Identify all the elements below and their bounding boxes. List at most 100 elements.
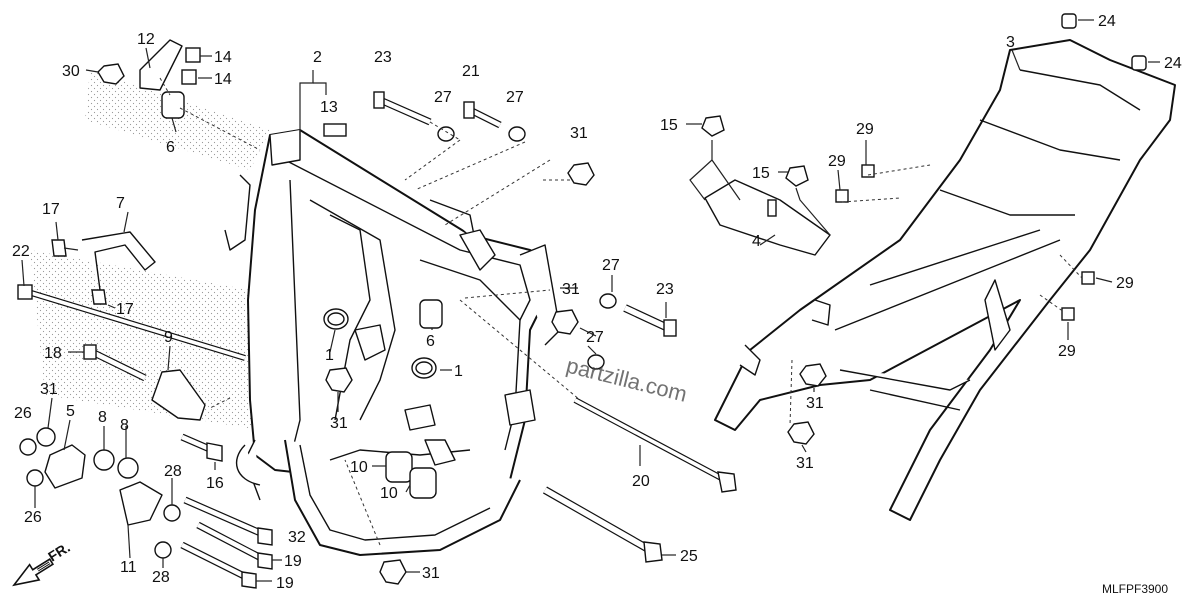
bolt-29b[interactable] xyxy=(835,189,849,203)
callout-13[interactable]: 13 xyxy=(320,99,338,116)
bolt-15b[interactable] xyxy=(785,165,809,187)
callout-17[interactable]: 17 xyxy=(116,301,134,318)
cap-24b[interactable] xyxy=(1131,55,1147,71)
plate-11[interactable] xyxy=(119,481,163,526)
washer-28a[interactable] xyxy=(163,504,181,522)
nut-31f[interactable] xyxy=(799,363,827,387)
callout-7[interactable]: 7 xyxy=(116,195,125,212)
callout-29[interactable]: 29 xyxy=(856,121,874,138)
callout-19[interactable]: 19 xyxy=(284,553,302,570)
callout-27[interactable]: 27 xyxy=(602,257,620,274)
callout-6[interactable]: 6 xyxy=(166,139,175,156)
bracket-7[interactable] xyxy=(81,231,156,291)
callout-12[interactable]: 12 xyxy=(137,31,155,48)
callout-31[interactable]: 31 xyxy=(40,381,58,398)
callout-31[interactable]: 31 xyxy=(806,395,824,412)
nut-31b[interactable] xyxy=(36,427,56,447)
bolt-29c[interactable] xyxy=(1081,271,1095,285)
callout-2[interactable]: 2 xyxy=(313,49,322,66)
callout-10[interactable]: 10 xyxy=(350,459,368,476)
bolt-15a[interactable] xyxy=(701,115,725,137)
washer-26b[interactable] xyxy=(26,469,44,487)
bolt-32[interactable] xyxy=(183,496,273,546)
callout-3[interactable]: 3 xyxy=(1006,34,1015,51)
callout-8[interactable]: 8 xyxy=(98,409,107,426)
plate-5[interactable] xyxy=(44,444,86,489)
washer-27a[interactable] xyxy=(437,126,455,142)
callout-31[interactable]: 31 xyxy=(570,125,588,142)
callout-31[interactable]: 31 xyxy=(422,565,440,582)
callout-30[interactable]: 30 xyxy=(62,63,80,80)
callout-14[interactable]: 14 xyxy=(214,49,232,66)
long-bolt-25[interactable] xyxy=(543,486,663,563)
nut-31d[interactable] xyxy=(551,309,579,335)
callout-29[interactable]: 29 xyxy=(828,153,846,170)
callout-31[interactable]: 31 xyxy=(796,455,814,472)
callout-27[interactable]: 27 xyxy=(586,329,604,346)
callout-18[interactable]: 18 xyxy=(44,345,62,362)
collar-8a[interactable] xyxy=(93,449,115,471)
callout-20[interactable]: 20 xyxy=(632,473,650,490)
nut-31g[interactable] xyxy=(787,421,815,445)
callout-19[interactable]: 19 xyxy=(276,575,294,592)
callout-24[interactable]: 24 xyxy=(1164,55,1182,72)
callout-29[interactable]: 29 xyxy=(1058,343,1076,360)
bolt-18[interactable] xyxy=(83,344,147,382)
collar-10-b[interactable] xyxy=(409,467,437,499)
callout-28[interactable]: 28 xyxy=(152,569,170,586)
callout-17[interactable]: 17 xyxy=(42,201,60,218)
callout-8[interactable]: 8 xyxy=(120,417,129,434)
cap-24a[interactable] xyxy=(1061,13,1077,29)
callout-15[interactable]: 15 xyxy=(660,117,678,134)
spacer-13[interactable] xyxy=(323,123,347,137)
callout-5[interactable]: 5 xyxy=(66,403,75,420)
nut-31e[interactable] xyxy=(379,559,407,585)
bolt-16[interactable] xyxy=(180,433,223,462)
callout-25[interactable]: 25 xyxy=(680,548,698,565)
callout-32[interactable]: 32 xyxy=(288,529,306,546)
callout-1[interactable]: 1 xyxy=(325,347,334,364)
washer-27b[interactable] xyxy=(508,126,526,142)
collar-6-mid[interactable] xyxy=(419,299,443,329)
bolt-14b[interactable] xyxy=(181,69,197,85)
washer-27d[interactable] xyxy=(587,354,605,370)
callout-1[interactable]: 1 xyxy=(454,363,463,380)
callout-23[interactable]: 23 xyxy=(656,281,674,298)
callout-10[interactable]: 10 xyxy=(380,485,398,502)
callout-26[interactable]: 26 xyxy=(14,405,32,422)
callout-31[interactable]: 31 xyxy=(562,281,580,298)
bracket-4[interactable] xyxy=(704,179,831,256)
callout-31[interactable]: 31 xyxy=(330,415,348,432)
bracket-12[interactable] xyxy=(139,39,183,91)
bolt-14a[interactable] xyxy=(185,47,201,63)
long-bolt-22[interactable] xyxy=(17,284,246,361)
long-bolt-20[interactable] xyxy=(573,397,737,493)
callout-6[interactable]: 6 xyxy=(426,333,435,350)
nut-31a[interactable] xyxy=(567,162,595,186)
callout-27[interactable]: 27 xyxy=(434,89,452,106)
collar-6-top[interactable] xyxy=(161,91,185,119)
nut-31c[interactable] xyxy=(325,367,353,393)
callout-14[interactable]: 14 xyxy=(214,71,232,88)
bolt-29d[interactable] xyxy=(1061,307,1075,321)
callout-21[interactable]: 21 xyxy=(462,63,480,80)
washer-28b[interactable] xyxy=(154,541,172,559)
bolt-17b-head[interactable] xyxy=(91,289,107,305)
callout-28[interactable]: 28 xyxy=(164,463,182,480)
callout-4[interactable]: 4 xyxy=(752,233,761,250)
callout-22[interactable]: 22 xyxy=(12,243,30,260)
callout-29[interactable]: 29 xyxy=(1116,275,1134,292)
callout-23[interactable]: 23 xyxy=(374,49,392,66)
bolt-23a[interactable] xyxy=(373,91,432,126)
washer-26a[interactable] xyxy=(19,438,37,456)
collar-8b[interactable] xyxy=(117,457,139,479)
callout-16[interactable]: 16 xyxy=(206,475,224,492)
bolt-21[interactable] xyxy=(463,101,502,129)
callout-11[interactable]: 11 xyxy=(120,559,137,576)
callout-15[interactable]: 15 xyxy=(752,165,770,182)
washer-27c[interactable] xyxy=(599,293,617,309)
callout-9[interactable]: 9 xyxy=(164,329,173,346)
callout-27[interactable]: 27 xyxy=(506,89,524,106)
bolt-23b[interactable] xyxy=(623,304,677,337)
bolt-17a-head[interactable] xyxy=(51,239,67,257)
